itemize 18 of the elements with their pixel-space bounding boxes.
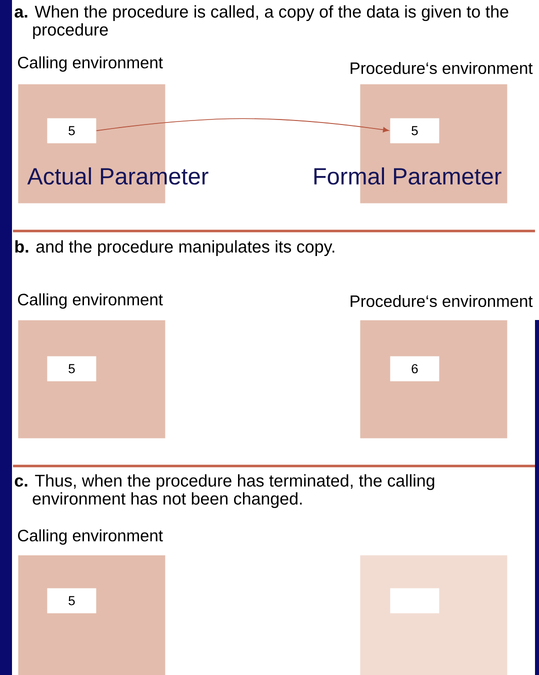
value-box: 5 (390, 118, 440, 144)
arrow (96, 118, 389, 132)
environment-heading: Procedure‘s environment (350, 294, 533, 308)
value-box: 5 (47, 588, 96, 614)
section-text: a. When the procedure is called, a copy of the data is given to the procedure (14, 5, 508, 40)
section-text: c. Thus, when the procedure has terminated, the calling environment has not been changed. (14, 474, 434, 508)
environment-heading: Procedure‘s environment (350, 62, 533, 74)
parameter-label: Actual Parameter (27, 167, 208, 185)
value-box: 5 (47, 118, 96, 144)
parameter-label: Formal Parameter (314, 167, 502, 185)
faded-box (360, 555, 508, 675)
section-text: b. and the procedure manipulates its copy. (15, 240, 334, 256)
value-box: 6 (390, 356, 440, 382)
environment-heading: Calling environment (18, 293, 163, 309)
empty-value-box (390, 588, 440, 614)
environment-heading: Calling environment (18, 56, 163, 72)
value-box: 5 (47, 356, 96, 382)
environment-heading: Calling environment (18, 529, 163, 545)
